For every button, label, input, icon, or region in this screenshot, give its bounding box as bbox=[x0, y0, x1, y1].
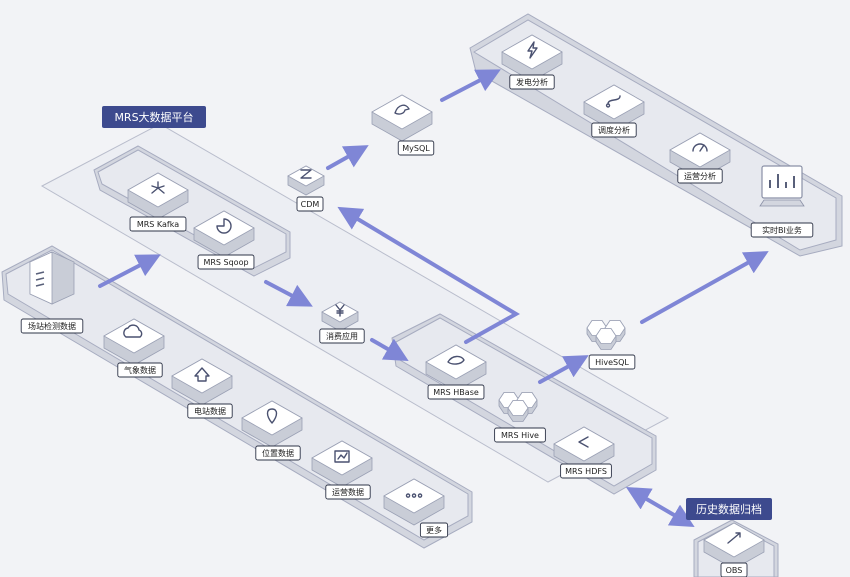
node-label: 气象数据 bbox=[124, 365, 156, 375]
node-label: 发电分析 bbox=[516, 77, 548, 87]
upload-icon bbox=[727, 532, 741, 544]
lightning-icon bbox=[527, 41, 538, 59]
cloud-icon bbox=[123, 324, 143, 338]
arrow-mysql-to-analysis bbox=[440, 69, 501, 102]
arrow-storage-to-hivesql bbox=[538, 355, 589, 384]
node-label: 消费应用 bbox=[326, 331, 358, 341]
dolphin-icon bbox=[394, 104, 410, 115]
node-operations-data: 运营数据 bbox=[311, 440, 373, 500]
node-label: MRS Hive bbox=[501, 431, 539, 440]
arrow-hbase-to-cdm bbox=[337, 206, 520, 344]
archive-tag: 历史数据归档 bbox=[686, 498, 772, 520]
node-label: 实时BI业务 bbox=[762, 225, 802, 235]
chart-icon bbox=[334, 450, 350, 463]
route-icon bbox=[605, 95, 621, 108]
pie-icon bbox=[216, 218, 232, 234]
share-icon bbox=[578, 436, 589, 448]
arrow-storage-obs bbox=[625, 486, 695, 528]
pin-icon bbox=[266, 408, 278, 424]
node-site-detection: 场站检测数据 bbox=[20, 251, 84, 334]
dots-icon bbox=[405, 493, 423, 498]
cdm-icon bbox=[300, 169, 312, 179]
node-label: CDM bbox=[301, 200, 320, 209]
home-icon bbox=[194, 367, 210, 382]
node-label: 调度分析 bbox=[598, 125, 630, 135]
node-kafka: MRS Kafka bbox=[127, 172, 189, 232]
mrs-platform-tag-text: MRS大数据平台 bbox=[114, 110, 193, 124]
node-label: HiveSQL bbox=[595, 358, 629, 367]
node-station: 电站数据 bbox=[171, 358, 233, 419]
arrow-sources-to-kafka bbox=[98, 254, 161, 288]
node-dispatch-analysis: 调度分析 bbox=[583, 84, 645, 138]
node-label: 场站检测数据 bbox=[28, 321, 76, 331]
node-obs: OBS bbox=[703, 522, 765, 577]
gauge-icon bbox=[692, 143, 708, 152]
node-label: MRS HDFS bbox=[565, 467, 607, 476]
network-icon bbox=[151, 181, 165, 194]
yen-icon bbox=[335, 304, 345, 317]
node-label: 更多 bbox=[426, 525, 442, 535]
node-label: 运营分析 bbox=[684, 171, 716, 181]
node-label: OBS bbox=[726, 566, 743, 575]
node-power-analysis: 发电分析 bbox=[501, 34, 563, 90]
node-label: 位置数据 bbox=[262, 448, 294, 458]
node-consume-app: 消费应用 bbox=[319, 301, 365, 344]
node-hdfs: MRS HDFS bbox=[553, 426, 615, 479]
node-label: MRS HBase bbox=[433, 388, 479, 397]
node-cdm: CDM bbox=[287, 165, 325, 212]
node-hive: MRS Hive bbox=[494, 392, 546, 443]
node-label: MRS Kafka bbox=[137, 220, 179, 229]
node-more: 更多 bbox=[383, 478, 449, 538]
node-label: 运营数据 bbox=[332, 487, 364, 497]
arrows bbox=[98, 69, 769, 528]
node-label: MRS Sqoop bbox=[203, 258, 248, 267]
arrow-consume-to-storage bbox=[370, 338, 409, 361]
mrs-platform-tag: MRS大数据平台 bbox=[102, 106, 206, 128]
node-ops-analysis: 运营分析 bbox=[669, 132, 731, 184]
arrow-cdm-to-mysql bbox=[326, 145, 369, 170]
archive-tag-text: 历史数据归档 bbox=[696, 502, 762, 516]
node-location: 位置数据 bbox=[241, 400, 303, 461]
whale-icon bbox=[447, 355, 465, 365]
node-weather: 气象数据 bbox=[103, 318, 165, 378]
node-hbase: MRS HBase bbox=[425, 344, 487, 400]
arrow-sqoop-to-consume bbox=[264, 280, 313, 307]
node-sqoop: MRS Sqoop bbox=[193, 210, 255, 270]
node-mysql: MySQL bbox=[371, 94, 435, 156]
analysis-tray bbox=[469, 13, 843, 257]
node-label: MySQL bbox=[402, 144, 430, 153]
node-hivesql: HiveSQL bbox=[586, 320, 636, 370]
node-realtime-bi: 实时BI业务 bbox=[750, 165, 814, 238]
arrow-hivesql-to-bi bbox=[640, 251, 769, 324]
node-label: 电站数据 bbox=[194, 406, 226, 416]
